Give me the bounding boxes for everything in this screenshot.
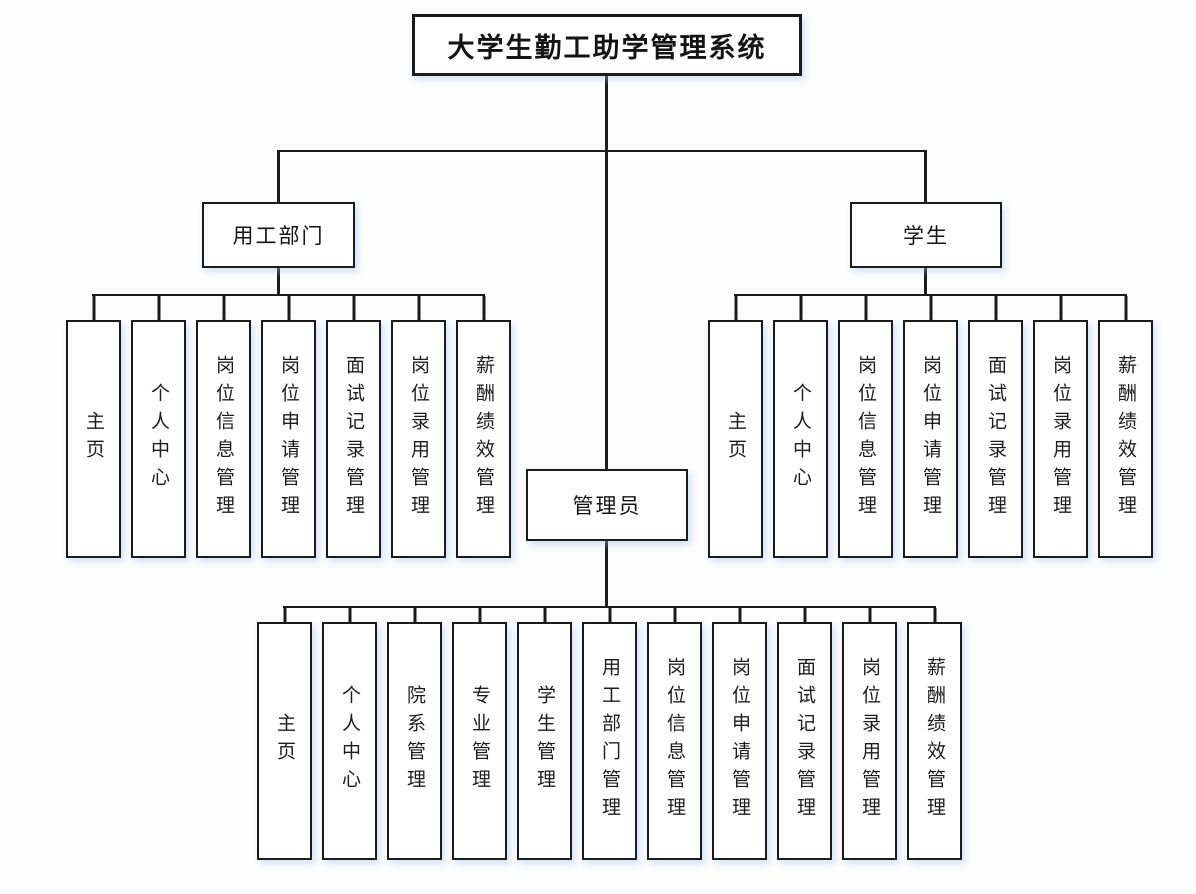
root-label: 大学生勤工助学管理系统	[447, 32, 767, 63]
employer-drop-line	[277, 151, 280, 202]
leaf-label: 岗位申请管理	[278, 355, 299, 523]
root-drop-line	[605, 76, 608, 152]
leaf-node: 岗位信息管理	[838, 320, 893, 558]
leaf-label: 用工部门管理	[599, 657, 620, 825]
leaf-node: 专业管理	[452, 622, 507, 860]
leaf-label: 面试记录管理	[343, 355, 364, 523]
leaf-label: 岗位信息管理	[664, 657, 685, 825]
leaf-label: 岗位申请管理	[920, 355, 941, 523]
leaf-label: 主页	[274, 713, 295, 769]
level1-horizontal-rail	[277, 150, 927, 152]
leaf-label: 薪酬绩效管理	[924, 657, 945, 825]
branch-label: 学生	[903, 225, 949, 248]
leaf-node: 岗位申请管理	[903, 320, 958, 558]
branch-label: 用工部门	[232, 225, 325, 248]
admin-children-stub	[605, 541, 608, 608]
leaf-node: 面试记录管理	[326, 320, 381, 558]
leaf-node: 用工部门管理	[582, 622, 637, 860]
leaf-node: 面试记录管理	[968, 320, 1023, 558]
leaf-label: 薪酬绩效管理	[1115, 355, 1136, 523]
leaf-node: 主页	[66, 320, 121, 558]
leaf-node: 薪酬绩效管理	[907, 622, 962, 860]
branch-node-student: 学生	[850, 202, 1002, 268]
leaf-node: 薪酬绩效管理	[456, 320, 511, 558]
leaf-node: 薪酬绩效管理	[1098, 320, 1153, 558]
leaf-label: 个人中心	[790, 383, 811, 495]
leaf-node: 岗位录用管理	[1033, 320, 1088, 558]
leaf-node: 岗位信息管理	[647, 622, 702, 860]
leaf-node: 岗位录用管理	[842, 622, 897, 860]
leaf-node: 院系管理	[387, 622, 442, 860]
leaf-label: 岗位申请管理	[729, 657, 750, 825]
root-node: 大学生勤工助学管理系统	[412, 14, 802, 76]
leaf-label: 岗位录用管理	[1050, 355, 1071, 523]
leaf-label: 岗位录用管理	[859, 657, 880, 825]
leaf-label: 主页	[83, 411, 104, 467]
leaf-node: 岗位申请管理	[261, 320, 316, 558]
leaf-node: 个人中心	[131, 320, 186, 558]
leaf-label: 专业管理	[469, 685, 490, 797]
leaf-node: 学生管理	[517, 622, 572, 860]
admin-children-group: 主页 个人中心 院系管理 专业管理 学生管理 用工部门管理 岗位信息管理 岗位申…	[257, 606, 962, 860]
student-children-group: 主页 个人中心 岗位信息管理 岗位申请管理 面试记录管理 岗位录用管理 薪酬绩效…	[708, 294, 1153, 558]
admin-center-drop-line	[605, 150, 608, 469]
employer-children-stub	[277, 268, 280, 296]
student-drop-line	[924, 151, 927, 202]
leaf-node: 主页	[257, 622, 312, 860]
employer-children-group: 主页 个人中心 岗位信息管理 岗位申请管理 面试记录管理 岗位录用管理 薪酬绩效…	[66, 294, 511, 558]
leaf-label: 面试记录管理	[794, 657, 815, 825]
leaf-label: 个人中心	[339, 685, 360, 797]
leaf-label: 岗位信息管理	[213, 355, 234, 523]
leaf-label: 岗位信息管理	[855, 355, 876, 523]
leaf-label: 主页	[725, 411, 746, 467]
student-children-stub	[924, 268, 927, 296]
leaf-node: 岗位录用管理	[391, 320, 446, 558]
branch-node-admin: 管理员	[526, 469, 688, 541]
branch-node-employer: 用工部门	[202, 202, 355, 268]
leaf-label: 院系管理	[404, 685, 425, 797]
leaf-label: 岗位录用管理	[408, 355, 429, 523]
leaf-node: 个人中心	[322, 622, 377, 860]
leaf-label: 个人中心	[148, 383, 169, 495]
leaf-node: 岗位信息管理	[196, 320, 251, 558]
leaf-node: 岗位申请管理	[712, 622, 767, 860]
branch-label: 管理员	[572, 495, 642, 518]
leaf-label: 面试记录管理	[985, 355, 1006, 523]
leaf-label: 薪酬绩效管理	[473, 355, 494, 523]
leaf-node: 主页	[708, 320, 763, 558]
leaf-node: 面试记录管理	[777, 622, 832, 860]
leaf-label: 学生管理	[534, 685, 555, 797]
leaf-node: 个人中心	[773, 320, 828, 558]
